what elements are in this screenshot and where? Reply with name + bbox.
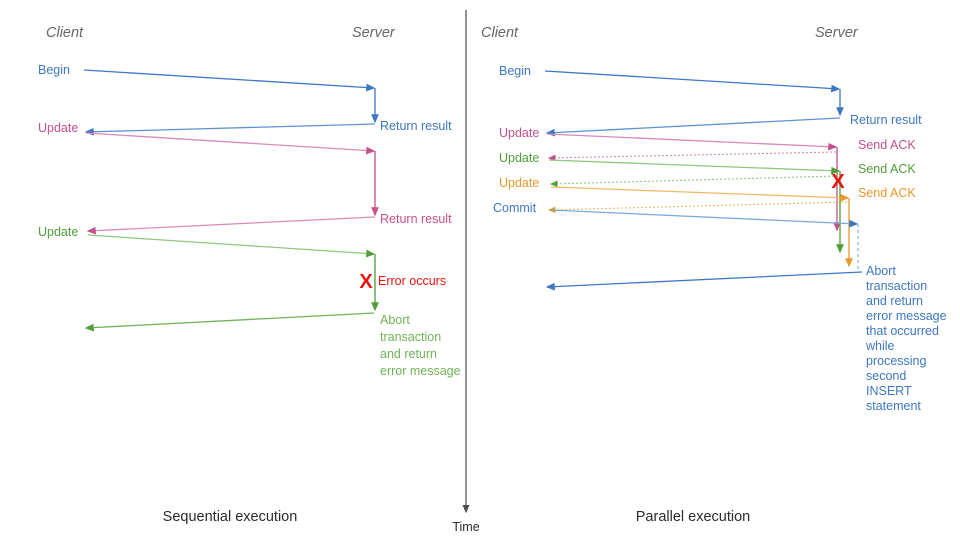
time-axis-label: Time bbox=[452, 520, 479, 534]
panel-sequential: Client Server Begin Update Update Return… bbox=[38, 25, 461, 525]
arrow-update-1 bbox=[546, 133, 838, 151]
label-update-2: Update bbox=[499, 151, 539, 165]
arrow-update-2 bbox=[548, 159, 841, 175]
label-error-occurs: Error occurs bbox=[378, 274, 446, 288]
arrow-return-result-2 bbox=[86, 216, 376, 235]
label-return-result-2: Return result bbox=[380, 212, 452, 226]
label-return-result: Return result bbox=[850, 113, 922, 127]
lane-header-client: Client bbox=[46, 25, 84, 41]
arrow-abort bbox=[545, 271, 863, 291]
label-commit: Commit bbox=[493, 201, 537, 215]
abort-line-2: transaction bbox=[380, 330, 441, 344]
label-begin: Begin bbox=[38, 63, 70, 77]
label-update-1: Update bbox=[499, 126, 539, 140]
arrow-return-result bbox=[545, 117, 841, 137]
abort-line-10: statement bbox=[866, 399, 921, 413]
caption-sequential: Sequential execution bbox=[163, 509, 298, 525]
arrow-send-ack-3 bbox=[547, 201, 848, 214]
abort-line-4: error message bbox=[380, 364, 461, 378]
label-begin: Begin bbox=[499, 64, 531, 78]
label-return-result-1: Return result bbox=[380, 119, 452, 133]
label-send-ack-3: Send ACK bbox=[858, 186, 916, 200]
label-update-2: Update bbox=[38, 225, 78, 239]
arrow-abort bbox=[84, 312, 375, 332]
label-send-ack-1: Send ACK bbox=[858, 138, 916, 152]
abort-line-7: processing bbox=[866, 354, 926, 368]
arrow-return-result-1 bbox=[84, 123, 376, 136]
error-x-icon: X bbox=[831, 171, 845, 193]
lane-header-client: Client bbox=[481, 25, 519, 41]
abort-line-1: Abort bbox=[380, 313, 410, 327]
lane-header-server: Server bbox=[352, 25, 396, 41]
arrow-begin bbox=[83, 69, 376, 92]
panel-parallel: Client Server Begin Update Update Update… bbox=[481, 25, 947, 525]
label-update-3: Update bbox=[499, 176, 539, 190]
arrow-update-2 bbox=[87, 234, 376, 258]
arrow-commit bbox=[550, 209, 859, 228]
label-send-ack-2: Send ACK bbox=[858, 162, 916, 176]
arrow-send-ack-2 bbox=[549, 175, 839, 188]
abort-line-4: error message bbox=[866, 309, 947, 323]
label-update-1: Update bbox=[38, 121, 78, 135]
abort-line-5: that occurred bbox=[866, 324, 939, 338]
arrow-begin bbox=[544, 70, 841, 93]
abort-line-8: second bbox=[866, 369, 906, 383]
label-abort-message: Abort transaction and return error messa… bbox=[865, 264, 947, 413]
arrow-update-1 bbox=[85, 132, 376, 155]
abort-line-2: transaction bbox=[866, 279, 927, 293]
label-abort-message: Abort transaction and return error messa… bbox=[380, 313, 461, 378]
abort-line-3: and return bbox=[866, 294, 923, 308]
abort-line-3: and return bbox=[380, 347, 437, 361]
arrow-update-3 bbox=[550, 186, 850, 202]
error-x-icon: X bbox=[359, 271, 373, 293]
arrow-send-ack-1 bbox=[547, 151, 837, 162]
abort-line-9: INSERT bbox=[866, 384, 912, 398]
abort-line-1: Abort bbox=[866, 264, 896, 278]
lane-header-server: Server bbox=[815, 25, 859, 41]
caption-parallel: Parallel execution bbox=[636, 509, 750, 525]
abort-line-6: while bbox=[865, 339, 895, 353]
